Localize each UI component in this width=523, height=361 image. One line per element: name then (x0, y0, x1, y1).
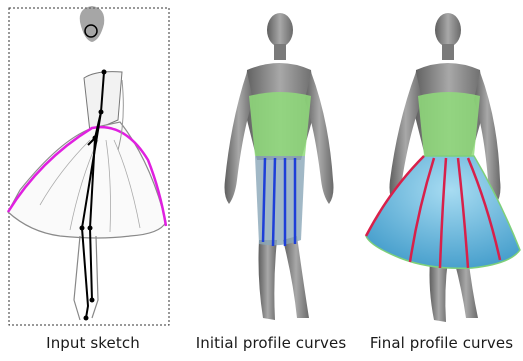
caption-initial-profile-curves: Initial profile curves (186, 334, 356, 352)
initial-profile-curves-image (185, 0, 350, 330)
input-sketch-panel (0, 0, 175, 330)
mannequin-head (435, 13, 461, 47)
bodice (249, 92, 311, 156)
caption-final-profile-curves: Final profile curves (360, 334, 523, 352)
input-sketch-image (0, 0, 175, 330)
initial-profile-curves-panel (185, 0, 350, 330)
caption-input-sketch: Input sketch (18, 334, 168, 352)
final-profile-curves-image (360, 0, 523, 330)
bodice (418, 92, 480, 156)
mannequin-head (267, 13, 293, 47)
final-profile-curves-panel (360, 0, 523, 330)
